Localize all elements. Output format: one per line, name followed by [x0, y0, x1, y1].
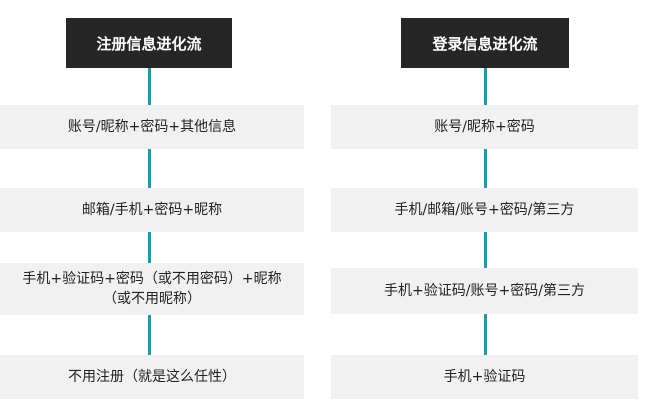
login-flow-title: 登录信息进化流: [401, 18, 569, 68]
login-step-1-text: 账号/昵称+密码: [434, 119, 535, 135]
register-flow-column: 注册信息进化流 账号/昵称+密码+其他信息 邮箱/手机+密码+昵称 手机+验证码…: [0, 0, 304, 402]
register-flow-title-text: 注册信息进化流: [96, 34, 202, 53]
register-step-1: 账号/昵称+密码+其他信息: [0, 105, 304, 149]
register-flow-title: 注册信息进化流: [66, 18, 232, 68]
login-step-1: 账号/昵称+密码: [331, 105, 638, 149]
login-step-2: 手机/邮箱/账号+密码/第三方: [331, 188, 638, 232]
login-step-4-text: 手机+验证码: [443, 369, 526, 385]
register-step-4: 不用注册（就是这么任性）: [0, 355, 304, 399]
register-step-4-text: 不用注册（就是这么任性）: [68, 369, 236, 385]
login-step-4: 手机+验证码: [331, 355, 638, 399]
register-step-2-text: 邮箱/手机+密码+昵称: [81, 202, 223, 218]
register-step-3-line-1: 手机+验证码+密码（或不用密码）+昵称: [22, 271, 282, 287]
login-step-2-text: 手机/邮箱/账号+密码/第三方: [394, 202, 575, 218]
register-step-3: 手机+验证码+密码（或不用密码）+昵称 （或不用昵称）: [0, 263, 304, 315]
login-flow-column: 登录信息进化流 账号/昵称+密码 手机/邮箱/账号+密码/第三方 手机+验证码/…: [331, 0, 638, 402]
login-step-3-text: 手机+验证码/账号+密码/第三方: [384, 283, 585, 299]
login-flow-title-text: 登录信息进化流: [432, 34, 538, 53]
register-step-1-text: 账号/昵称+密码+其他信息: [67, 119, 237, 135]
register-step-2: 邮箱/手机+密码+昵称: [0, 188, 304, 232]
login-step-3: 手机+验证码/账号+密码/第三方: [331, 268, 638, 314]
register-step-3-line-2: （或不用昵称）: [103, 291, 201, 307]
